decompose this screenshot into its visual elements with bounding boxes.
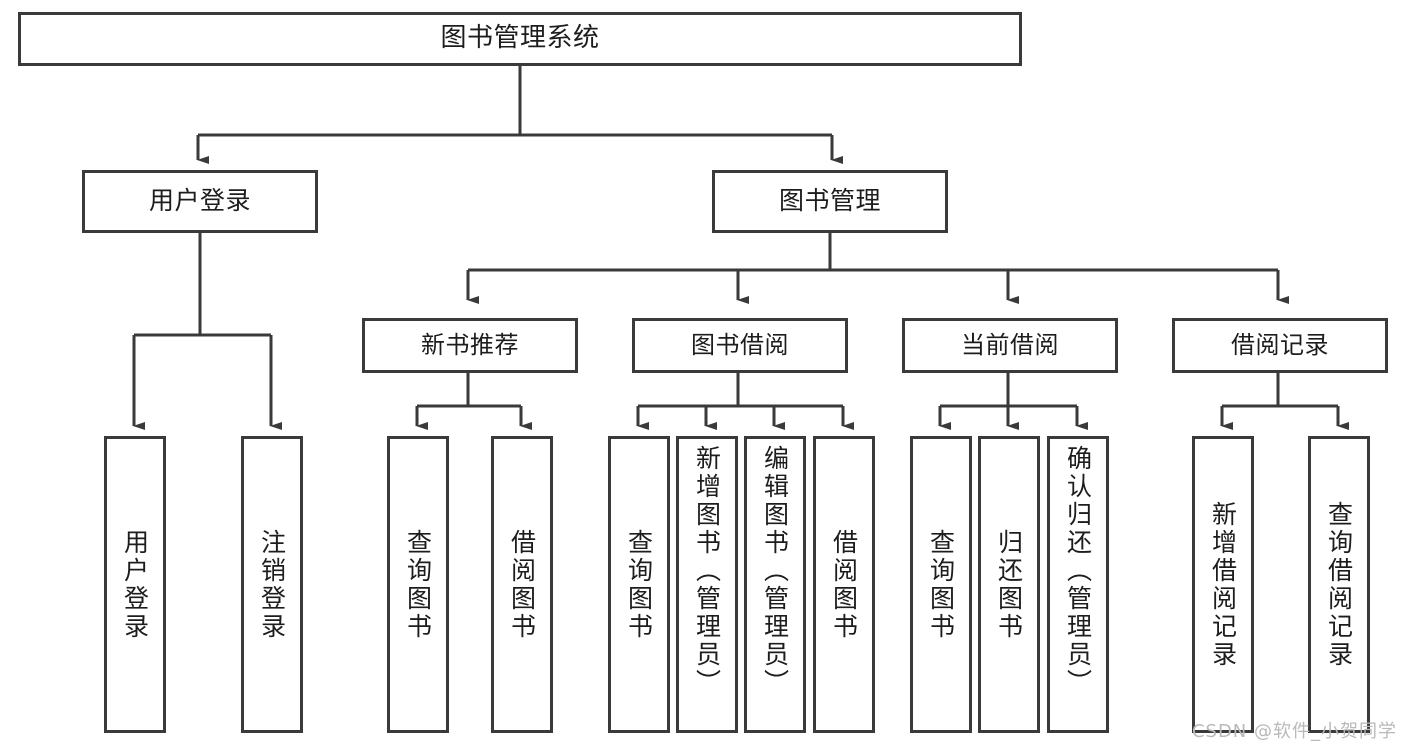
leaf-borrow-book-2[interactable]: 借阅图书	[813, 436, 875, 733]
leaf-user-logout[interactable]: 注销登录	[241, 436, 303, 733]
node-current-borrow-label: 当前借阅	[961, 330, 1059, 359]
leaf-query-book-3-label: 查询图书	[926, 528, 956, 641]
leaf-add-book[interactable]: 新增图书（管理员）	[676, 436, 738, 733]
leaf-query-book-2-label: 查询图书	[624, 528, 654, 641]
node-new-book-recommend-label: 新书推荐	[421, 330, 519, 359]
leaf-query-book-1[interactable]: 查询图书	[387, 436, 449, 733]
leaf-borrow-book-1[interactable]: 借阅图书	[491, 436, 553, 733]
leaf-edit-book-label: 编辑图书（管理员）	[760, 445, 790, 697]
node-book-borrow[interactable]: 图书借阅	[632, 318, 848, 373]
leaf-query-record-label: 查询借阅记录	[1324, 500, 1354, 669]
leaf-borrow-book-1-label: 借阅图书	[507, 528, 537, 641]
leaf-confirm-return[interactable]: 确认归还（管理员）	[1047, 436, 1109, 733]
leaf-edit-book[interactable]: 编辑图书（管理员）	[744, 436, 806, 733]
leaf-add-book-label: 新增图书（管理员）	[692, 445, 722, 697]
node-borrow-record[interactable]: 借阅记录	[1172, 318, 1388, 373]
leaf-user-login-label: 用户登录	[120, 528, 150, 641]
node-user-login[interactable]: 用户登录	[82, 170, 318, 233]
watermark-text: CSDN @软件_小贺同学	[1191, 721, 1397, 742]
leaf-add-record-label: 新增借阅记录	[1208, 500, 1238, 669]
leaf-confirm-return-label: 确认归还（管理员）	[1063, 445, 1093, 697]
node-current-borrow[interactable]: 当前借阅	[902, 318, 1118, 373]
node-user-login-label: 用户登录	[148, 186, 251, 216]
node-borrow-record-label: 借阅记录	[1231, 330, 1329, 359]
node-book-borrow-label: 图书借阅	[691, 330, 789, 359]
leaf-return-book-label: 归还图书	[994, 528, 1024, 641]
node-book-manage[interactable]: 图书管理	[712, 170, 948, 233]
leaf-query-book-3[interactable]: 查询图书	[910, 436, 972, 733]
node-root-label: 图书管理系统	[440, 23, 600, 54]
node-new-book-recommend[interactable]: 新书推荐	[362, 318, 578, 373]
leaf-query-book-1-label: 查询图书	[403, 528, 433, 641]
leaf-add-record[interactable]: 新增借阅记录	[1192, 436, 1254, 733]
node-root[interactable]: 图书管理系统	[18, 12, 1022, 66]
node-book-manage-label: 图书管理	[778, 186, 881, 216]
leaf-query-record[interactable]: 查询借阅记录	[1308, 436, 1370, 733]
leaf-borrow-book-2-label: 借阅图书	[829, 528, 859, 641]
leaf-user-login[interactable]: 用户登录	[104, 436, 166, 733]
leaf-return-book[interactable]: 归还图书	[978, 436, 1040, 733]
leaf-user-logout-label: 注销登录	[257, 528, 287, 641]
leaf-query-book-2[interactable]: 查询图书	[608, 436, 670, 733]
